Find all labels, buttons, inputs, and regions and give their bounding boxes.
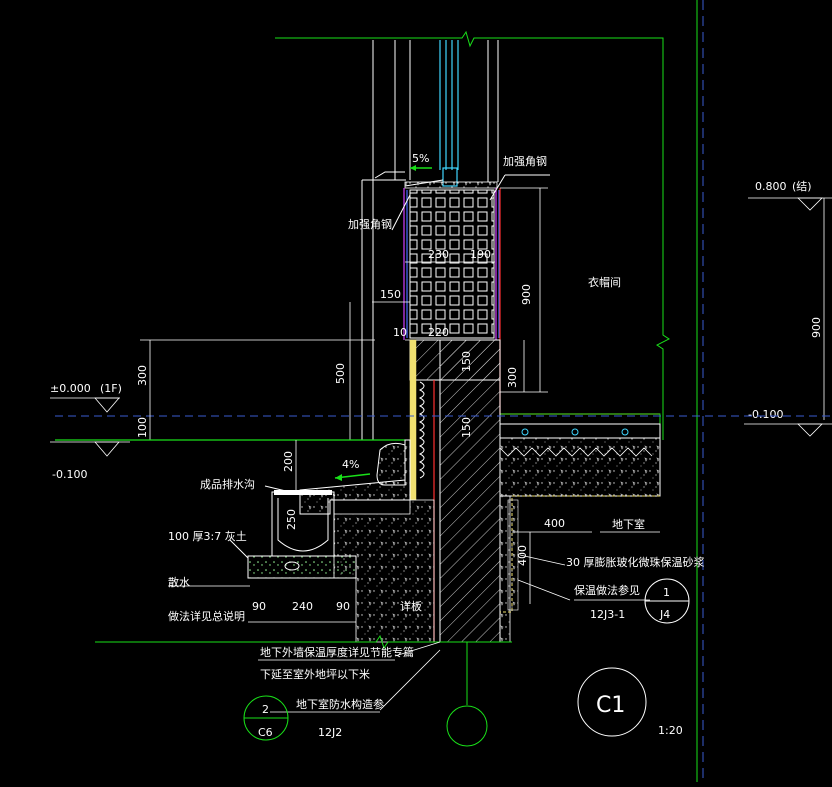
insulation-mortar-label: 30 厚膨胀玻化微珠保温砂浆 [566,555,705,569]
lime-soil-label: 100 厚3:7 灰土 [168,529,247,543]
backfill-concrete [333,499,435,643]
basement-wall-note-1: 地下外墙保温厚度详见节能专篇 [260,645,414,659]
floor-pipes [521,428,629,436]
dim-900-far: 900 [810,317,823,338]
insulation-ref-code: 12J3-1 [590,608,625,621]
elev-0000-floor: (1F) [100,382,122,395]
dim-230: 230 [428,248,449,261]
apron-curb [376,442,406,486]
slope-4-label: 4% [342,458,359,471]
slope-arrowhead-top [410,165,416,171]
apron-label: 散水 [168,575,190,589]
insulation-outline-blue [406,190,500,338]
elev-triangle-minus-0100-left [94,441,120,457]
basement-wall-note-2: 下延至室外地坪以下米 [260,667,370,681]
elev-triangle-minus-0100-right [797,423,823,437]
dim-240: 240 [292,600,313,613]
callout-2-bottom: C6 [258,726,273,739]
outer-sill-frame [361,179,406,440]
leader-basement-wall-note [394,641,441,657]
elev-0800-note: (结) [792,180,812,193]
drain-channel-inner [277,498,329,552]
dim-200: 200 [282,451,295,472]
elev-0800: 0.800 [755,180,787,193]
dim-900-mid: 900 [520,284,533,305]
leader-drain [264,485,291,493]
dim-150-vert-b: 150 [460,417,473,438]
elev-minus-0100-left: -0.100 [52,468,87,481]
floor-slab-concrete [499,437,661,497]
basement-wall-upper [409,339,501,381]
floor-insulation-layer [499,423,661,439]
basement-label: 地下室 [612,517,645,531]
leader-angle-left [391,194,411,231]
leader-angle-right [489,174,506,201]
dim-90-b: 90 [336,600,350,613]
drain-channel-label: 成品排水沟 [200,477,255,491]
dim-190: 190 [470,248,491,261]
angle-steel-left [374,171,405,179]
dim-300-left: 300 [136,365,149,386]
leader-insulation-ref [517,579,571,601]
dim-500: 500 [334,363,347,384]
detail-id-circle [577,667,647,737]
detail-id-label: C1 [596,693,625,718]
basement-wall-hatched [439,339,501,643]
elev-0000: ±0.000 [50,382,91,395]
window-sill-cap [404,181,498,189]
dim-150-left: 150 [380,288,401,301]
elev-triangle-0000 [94,397,120,413]
leader-waterproof [379,649,441,711]
reinforced-angle-label-left: 加强角钢 [348,218,392,231]
basement-insulation [507,499,519,611]
dim-400-h: 400 [544,517,565,530]
dim-10: 10 [393,326,407,339]
dim-150-vert-a: 150 [460,351,473,372]
axis-bubble [446,705,488,747]
window-frame [439,40,459,187]
dim-100-left: 100 [136,417,149,438]
exterior-insulation-strip [409,339,417,501]
elev-minus-0100-right: -0.100 [748,408,783,421]
cement-board-label: 详板 [400,599,422,613]
upper-wall-outline [372,40,499,182]
reinforced-angle-label-right: 加强角钢 [503,155,547,168]
dim-90-a: 90 [252,600,266,613]
slope-arrowhead-apron [335,474,342,481]
elev-triangle-0800 [797,197,823,211]
bottom-ground-line [95,634,512,650]
cloakroom-label: 衣帽间 [588,275,621,289]
insulation-waves [418,381,425,479]
dim-250: 250 [285,509,298,530]
dim-300-right: 300 [506,367,519,388]
callout-1-bottom: J4 [659,608,670,621]
insulation-ref-label: 保温做法参见 [574,583,640,597]
floor-slab-zigzag [499,447,653,457]
drain-pipe [284,561,300,571]
waterproof-note: 地下室防水构造参 [296,697,384,711]
slope-top-label: 5% [412,152,429,165]
leader-lime-soil [229,539,249,559]
drain-grate [274,490,332,495]
waterproof-outline-magenta [403,188,497,340]
callout-1-top: 1 [663,586,670,599]
scale-label: 1:20 [658,724,683,737]
apron-note-label: 做法详见总说明 [168,609,245,623]
top-break-line [275,30,670,440]
dim-220: 220 [428,326,449,339]
leader-insulation [519,554,566,566]
callout-2-top: 2 [262,703,269,716]
block-infill-wall [409,189,495,339]
callout-2-ref: 12J2 [318,726,342,739]
